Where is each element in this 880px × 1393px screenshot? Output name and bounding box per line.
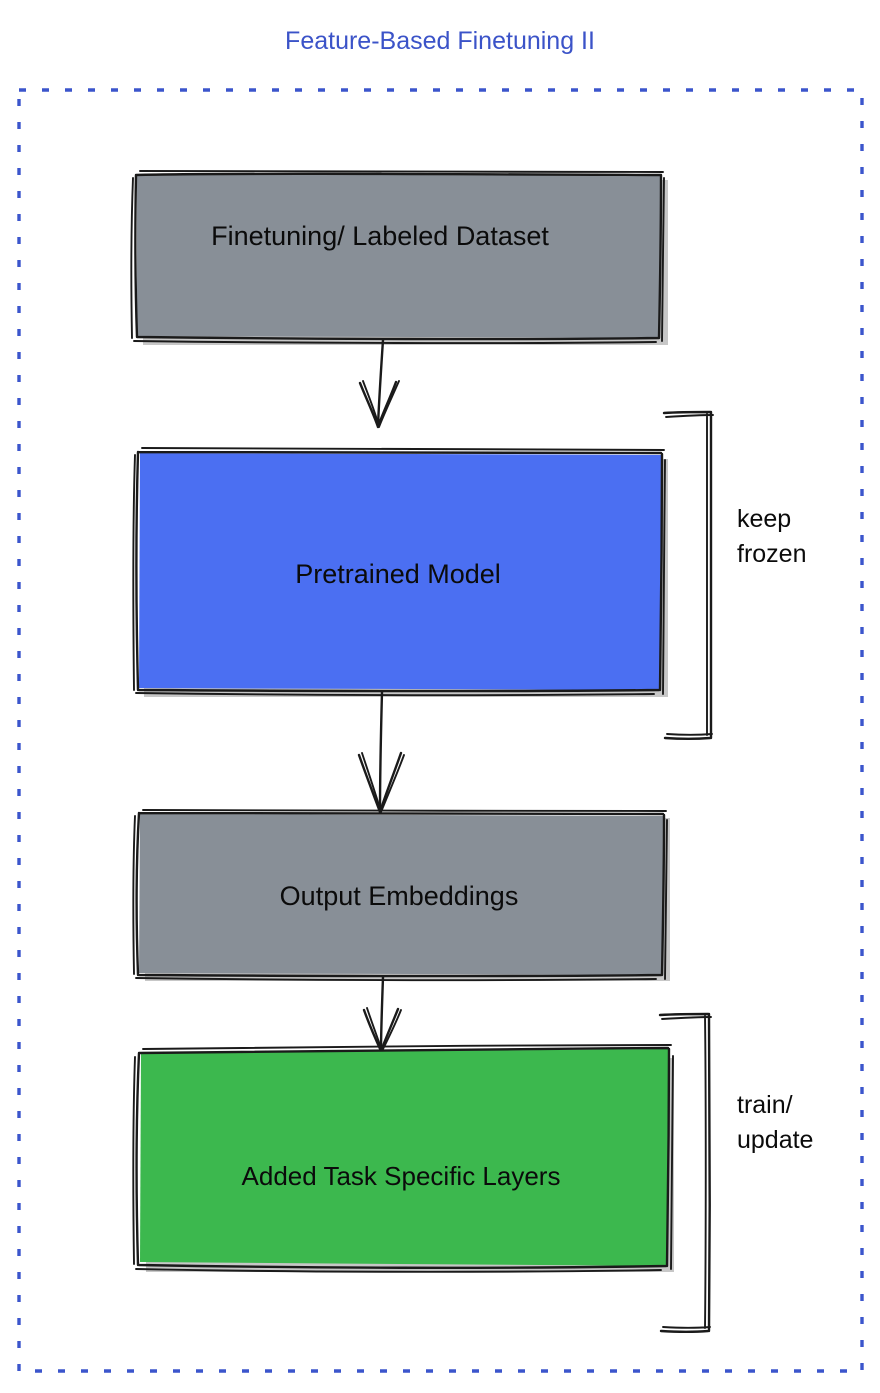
arrow-2-shaft — [378, 690, 384, 814]
node-dataset-outline-a — [134, 172, 663, 341]
bracket-keep-frozen-shape-2 — [665, 413, 714, 736]
arrow-embeddings-to-task-layers — [362, 975, 402, 1053]
bracket-train-update-shape — [658, 1012, 711, 1333]
bracket-keep-frozen-shape — [662, 410, 713, 740]
bracket-train-update-label-line2: update — [737, 1126, 813, 1154]
node-embeddings-label: Output Embeddings — [280, 881, 519, 911]
arrow-3-head-2 — [366, 1007, 402, 1052]
node-dataset[interactable]: Finetuning/ Labeled Dataset — [130, 169, 668, 345]
arrow-1-shaft — [376, 338, 385, 428]
bracket-train-update-label-line1: train/ — [737, 1091, 793, 1119]
node-pretrained-fill — [139, 453, 661, 690]
arrow-2-head — [357, 751, 403, 814]
bracket-train-update: train/ update — [658, 1012, 813, 1333]
node-embeddings-fill — [139, 814, 663, 975]
bracket-keep-frozen-label-line1: keep — [737, 505, 791, 533]
node-pretrained-outline-a — [135, 450, 664, 693]
page-title: Feature-Based Finetuning II — [285, 27, 595, 55]
node-task-layers[interactable]: Added Task Specific Layers — [132, 1044, 674, 1273]
arrow-3-shaft — [379, 975, 385, 1052]
node-task-layers-fill — [140, 1049, 669, 1266]
node-dataset-fill — [137, 174, 661, 338]
node-task-layers-outline-b — [132, 1044, 674, 1273]
arrow-pretrained-to-embeddings — [357, 690, 405, 814]
node-embeddings-outline-a — [135, 811, 666, 978]
arrow-dataset-to-pretrained — [358, 338, 400, 429]
node-dataset-outline-b — [130, 169, 665, 345]
node-pretrained-outline-b — [132, 446, 666, 697]
bracket-keep-frozen-label-line2: frozen — [737, 540, 806, 568]
arrow-3-head — [362, 1007, 400, 1053]
node-task-layers-label: Added Task Specific Layers — [242, 1161, 561, 1191]
node-dataset-label: Finetuning/ Labeled Dataset — [211, 221, 549, 251]
arrow-2-head-2 — [361, 752, 405, 813]
arrow-1-head-2 — [362, 380, 400, 428]
node-embeddings-outline-b — [132, 808, 668, 982]
node-task-layers-outline-a — [135, 1046, 671, 1270]
bracket-train-update-shape-2 — [661, 1015, 712, 1329]
node-embeddings[interactable]: Output Embeddings — [132, 808, 670, 982]
bracket-keep-frozen: keep frozen — [662, 410, 806, 740]
node-pretrained[interactable]: Pretrained Model — [132, 446, 668, 697]
node-pretrained-label: Pretrained Model — [295, 559, 501, 589]
